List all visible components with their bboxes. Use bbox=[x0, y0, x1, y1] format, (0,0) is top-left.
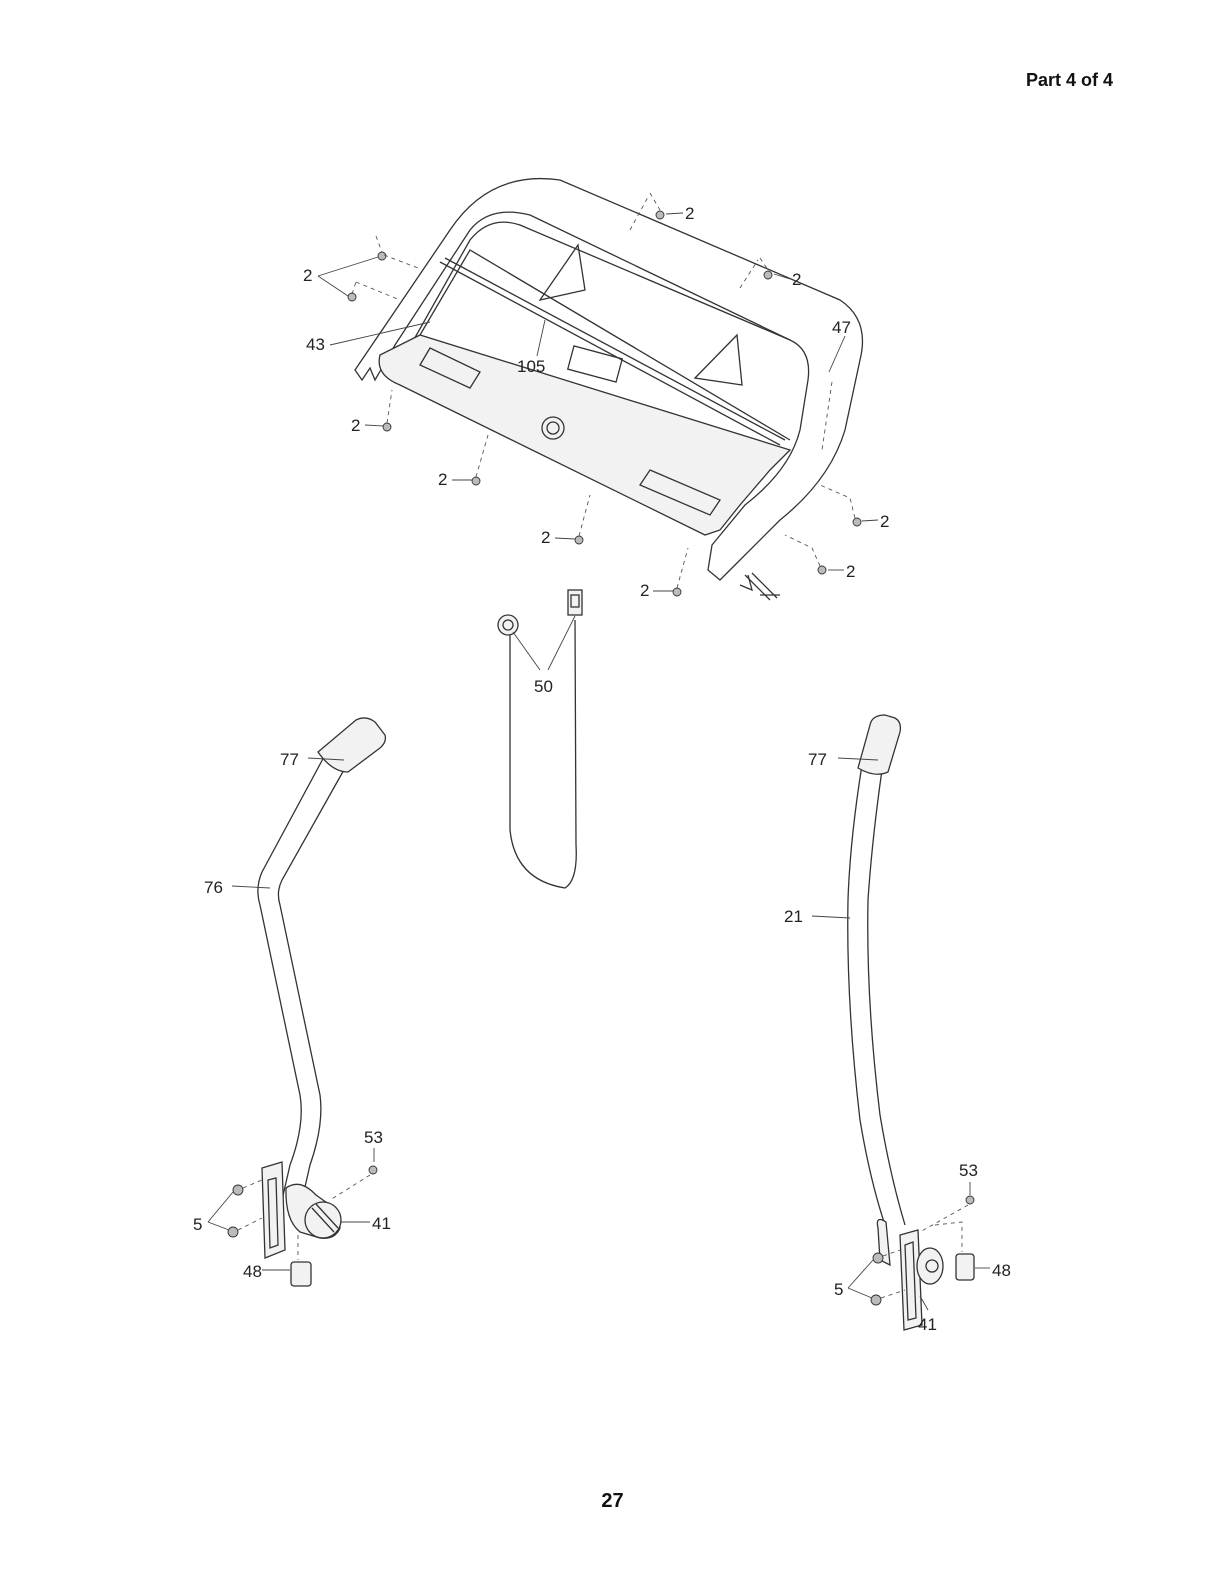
safety-key-part-50 bbox=[498, 590, 582, 888]
callout-2: 2 bbox=[541, 528, 550, 547]
callout-48: 48 bbox=[243, 1262, 262, 1281]
right-handrail-part-21 bbox=[848, 765, 905, 1225]
left-handrail-part-76 bbox=[258, 755, 345, 1200]
callout-77: 77 bbox=[808, 750, 827, 769]
console-wire-harness bbox=[745, 573, 780, 600]
callout-105: 105 bbox=[517, 357, 545, 376]
right-leader-lines bbox=[812, 758, 990, 1310]
callout-2: 2 bbox=[303, 266, 312, 285]
callout-2: 2 bbox=[846, 562, 855, 581]
callout-47: 47 bbox=[832, 318, 851, 337]
callout-50: 50 bbox=[534, 677, 553, 696]
callout-41: 41 bbox=[918, 1315, 937, 1334]
callout-76: 76 bbox=[204, 878, 223, 897]
page-number: 27 bbox=[0, 1490, 1225, 1513]
callout-2: 2 bbox=[880, 512, 889, 531]
callout-43: 43 bbox=[306, 335, 325, 354]
left-bracket-part-41 bbox=[262, 1162, 341, 1258]
callout-53: 53 bbox=[959, 1161, 978, 1180]
callout-21: 21 bbox=[784, 907, 803, 926]
callout-2: 2 bbox=[438, 470, 447, 489]
callout-5: 5 bbox=[193, 1215, 202, 1234]
callout-2: 2 bbox=[640, 581, 649, 600]
left-grip-part-77 bbox=[318, 718, 385, 772]
right-cap-part-48 bbox=[956, 1254, 974, 1280]
callout-41: 41 bbox=[372, 1214, 391, 1233]
callout-53: 53 bbox=[364, 1128, 383, 1147]
left-cap-part-48 bbox=[291, 1262, 311, 1286]
right-grip-part-77 bbox=[858, 715, 900, 774]
callout-2: 2 bbox=[351, 416, 360, 435]
right-bracket-part-41 bbox=[877, 1220, 943, 1330]
callout-77: 77 bbox=[280, 750, 299, 769]
callout-2: 2 bbox=[792, 270, 801, 289]
callout-48: 48 bbox=[992, 1261, 1011, 1280]
callout-5: 5 bbox=[834, 1280, 843, 1299]
callout-2: 2 bbox=[685, 204, 694, 223]
console-tray-part-43 bbox=[379, 245, 790, 535]
